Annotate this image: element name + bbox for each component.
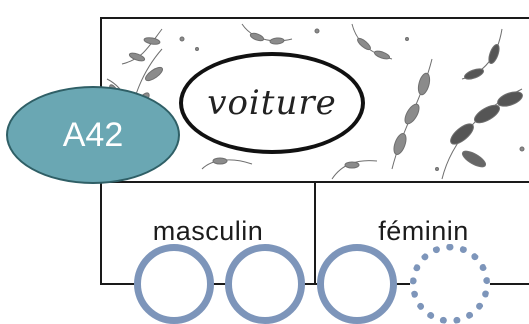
option-masculin[interactable]: masculin <box>102 181 316 285</box>
word-label: voiture <box>207 83 337 123</box>
option-feminin-label: féminin <box>378 216 469 246</box>
option-feminin[interactable]: féminin <box>316 181 529 285</box>
clothespin-peg-2[interactable] <box>225 244 305 324</box>
card-code-badge: A42 <box>6 86 180 184</box>
gender-options: masculin féminin <box>102 181 529 285</box>
sorting-card: voiture masculin féminin <box>100 17 529 285</box>
clothespin-peg-4[interactable] <box>410 244 490 324</box>
option-masculin-label: masculin <box>152 216 264 246</box>
clothespin-peg-3[interactable] <box>317 244 397 324</box>
word-oval: voiture <box>179 52 365 154</box>
clothespin-peg-1[interactable] <box>134 244 214 324</box>
card-code-label: A42 <box>62 115 124 154</box>
